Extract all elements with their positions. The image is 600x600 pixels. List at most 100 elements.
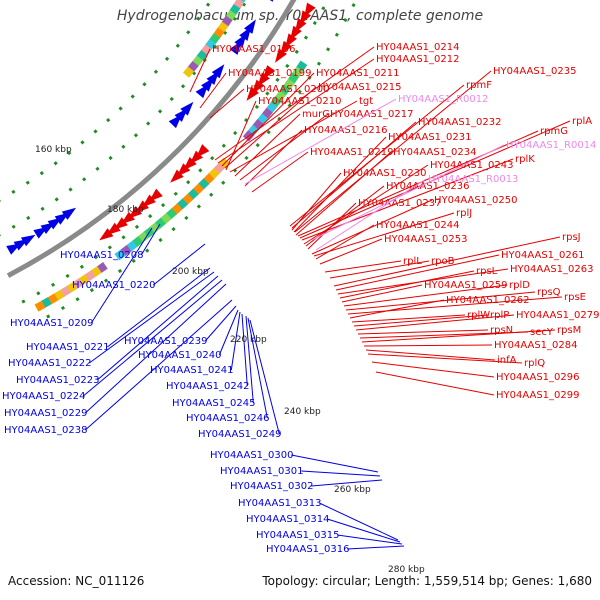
leader-line [218, 309, 239, 356]
leader-line [357, 329, 489, 335]
gene-label: HY04AAS1_0234 [393, 147, 476, 158]
reverse-gene-labels: HY04AAS1_0208HY04AAS1_0220HY04AAS1_0209H… [2, 223, 405, 555]
gene-label: rplA [572, 116, 592, 127]
gene-label: rplJ [456, 208, 472, 219]
leader-line [324, 260, 402, 273]
leader-line [199, 72, 227, 109]
gene-label: HY04AAS1_0200 [246, 84, 329, 95]
gene-label: rpsL [476, 266, 498, 277]
gene-label: HY04AAS1_0302 [230, 481, 313, 492]
gene-label: HY04AAS1_0301 [220, 466, 303, 477]
leader-line [315, 178, 427, 251]
gene-label: HY04AAS1_0253 [384, 234, 467, 245]
leader-line [245, 315, 254, 404]
leader-line [294, 70, 492, 233]
gene-label: infA [497, 355, 517, 366]
leader-line [303, 164, 429, 245]
gene-label: HY04AAS1_R0013 [428, 174, 518, 185]
leader-line [319, 502, 399, 541]
kbp-label: 160 kbp [35, 145, 72, 155]
leader-line [339, 270, 475, 299]
leader-line [214, 46, 375, 161]
reverse-gene-arrow [234, 33, 247, 48]
gene-label: HY04AAS1_0220 [72, 280, 155, 291]
gene-label: HY04AAS1_0241 [150, 365, 233, 376]
leader-line [106, 267, 211, 348]
leader-line [301, 158, 514, 241]
leader-line [301, 470, 381, 477]
leader-line [363, 344, 493, 347]
feature-layer [0, 0, 356, 326]
leader-line [361, 329, 556, 343]
gene-label: HY04AAS1_0240 [138, 350, 221, 361]
leader-line [307, 202, 357, 250]
gene-label: HY04AAS1_0231 [388, 132, 471, 143]
cog-block [114, 249, 126, 261]
gene-label: murG [302, 109, 330, 120]
gene-label: rplL [403, 256, 422, 267]
forward-gene-arrow [246, 86, 260, 101]
leader-line [89, 271, 215, 364]
leader-line [315, 224, 375, 260]
gene-label: HY04AAS1_0313 [238, 498, 321, 509]
leader-line [244, 129, 303, 187]
rna-gene-labels: HY04AAS1_R0012HY04AAS1_R0014HY04AAS1_R00… [244, 94, 596, 251]
gene-label: HY04AAS1_0222 [8, 358, 91, 369]
leader-line [291, 454, 379, 473]
gene-label: HY04AAS1_0246 [186, 413, 269, 424]
leader-line [319, 238, 383, 265]
leader-line [347, 545, 405, 550]
reverse-gene-arrow [6, 243, 21, 255]
gene-label: HY04AAS1_0214 [376, 42, 459, 53]
gene-label: rplK [515, 154, 535, 165]
gene-label: HY04AAS1_0230 [343, 168, 426, 179]
reverse-gene-arrow [33, 226, 48, 239]
reverse-gene-arrow [61, 207, 77, 220]
leader-line [343, 284, 508, 307]
gene-label: HY04AAS1_0245 [172, 398, 255, 409]
leader-line [349, 299, 445, 319]
gene-label: HY04AAS1_0242 [166, 381, 249, 392]
gene-label: HY04AAS1_0261 [501, 250, 584, 261]
cog-block [182, 66, 195, 78]
leader-line [84, 283, 227, 414]
leader-line [371, 361, 495, 378]
leader-line [247, 317, 268, 419]
forward-gene-arrow [99, 228, 114, 241]
reverse-gene-arrow [206, 70, 220, 86]
gene-label: HY04AAS1_0224 [2, 391, 85, 402]
leader-line [375, 371, 495, 396]
reverse-gene-arrow [201, 77, 214, 92]
gene-label: HY04AAS1_0239 [124, 336, 207, 347]
gene-label: HY04AAS1_0209 [10, 318, 93, 329]
gene-label: HY04AAS1_0223 [16, 375, 99, 386]
leader-line [249, 319, 280, 435]
leader-line [209, 88, 245, 119]
gene-label: HY04AAS1_0216 [304, 125, 387, 136]
leader-line [217, 58, 375, 164]
leader-line [251, 151, 309, 193]
leader-line [140, 223, 161, 256]
gene-label: HY04AAS1_0244 [376, 220, 459, 231]
leader-line [189, 48, 211, 93]
leader-line [335, 254, 500, 291]
gene-label: HY04AAS1_0299 [496, 390, 579, 401]
gene-label: rplD [509, 280, 530, 291]
leader-line [311, 199, 433, 255]
gene-label: HY04AAS1_0215 [318, 82, 401, 93]
gene-label: HY04AAS1_0315 [256, 530, 339, 541]
gene-label: HY04AAS1_0232 [418, 117, 501, 128]
gene-label: HY04AAS1_0210 [258, 96, 341, 107]
kbp-label: 240 kbp [284, 407, 321, 417]
gene-label: rpoB [431, 256, 455, 267]
gene-label: HY04AAS1_0237 [358, 198, 441, 209]
gene-label: rpsN [490, 325, 513, 336]
leader-line [90, 227, 153, 324]
kbp-label: 280 kbp [388, 565, 425, 575]
reverse-gene-arrow [269, 0, 274, 2]
leader-line [96, 275, 219, 381]
gene-label: HY04AAS1_0238 [4, 425, 87, 436]
gene-label: HY04AAS1_0262 [446, 295, 529, 306]
reverse-gene-arrow [13, 239, 29, 251]
gene-label: tgt [359, 96, 373, 107]
